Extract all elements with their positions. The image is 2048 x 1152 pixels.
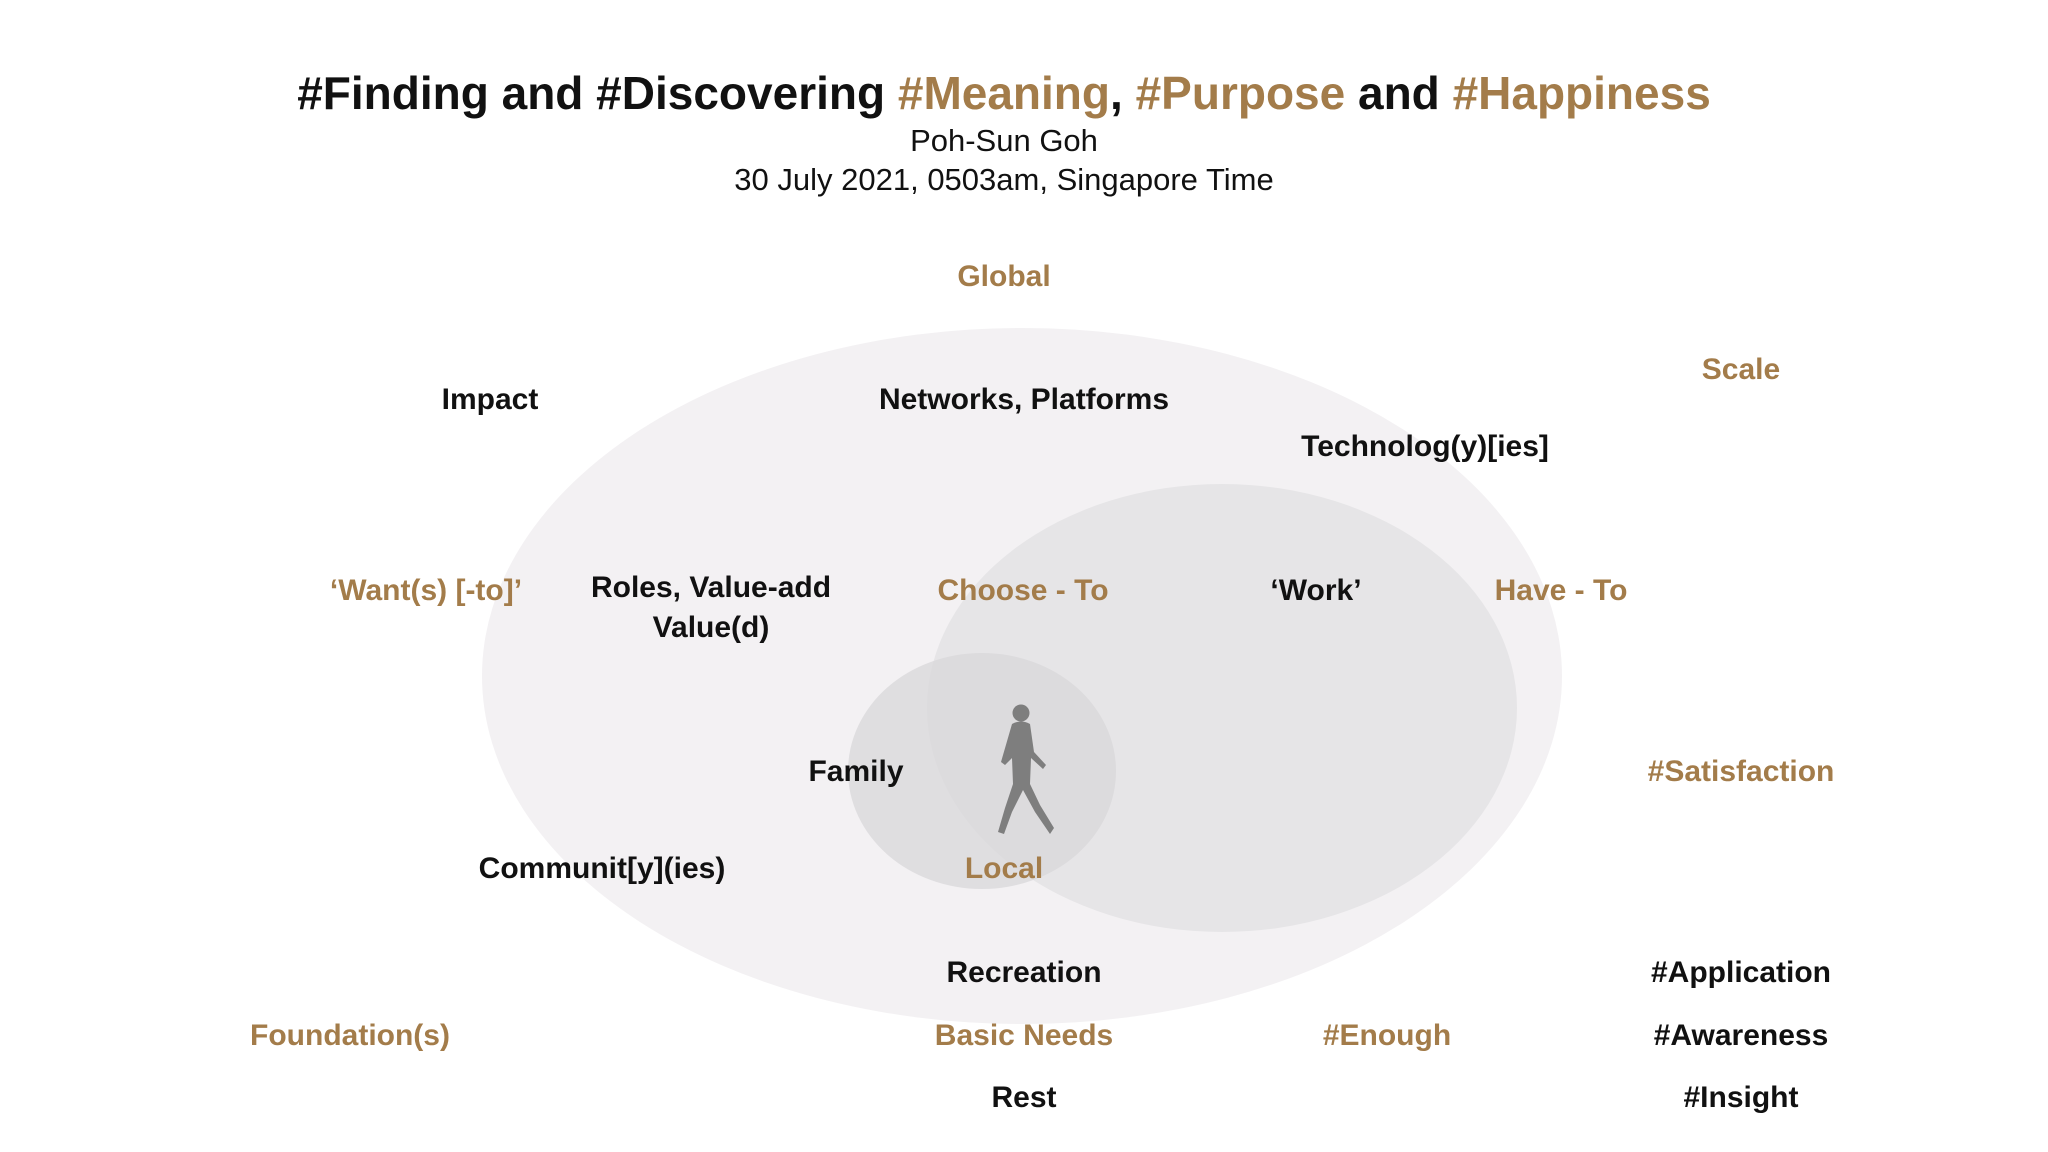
- label-satisfaction: #Satisfaction: [1647, 755, 1835, 788]
- label-application: #Application: [1650, 956, 1832, 989]
- label-scale: Scale: [1701, 353, 1781, 386]
- label-family: Family: [808, 755, 904, 788]
- author: Poh-Sun Goh: [910, 123, 1098, 158]
- label-rest: Rest: [991, 1081, 1057, 1114]
- label-basic-needs: Basic Needs: [934, 1019, 1114, 1052]
- label-recreation: Recreation: [946, 956, 1102, 989]
- title-purpose: #Purpose: [1135, 67, 1346, 119]
- title-meaning: #Meaning: [897, 67, 1111, 119]
- label-local: Local: [964, 852, 1044, 885]
- label-networks: Networks, Platforms: [878, 383, 1170, 416]
- label-choose-to: Choose - To: [937, 574, 1109, 607]
- walking-person-icon: [998, 704, 1054, 834]
- label-impact: Impact: [441, 383, 539, 416]
- label-awareness: #Awareness: [1653, 1019, 1829, 1052]
- label-enough: #Enough: [1322, 1019, 1452, 1052]
- date: 30 July 2021, 0503am, Singapore Time: [734, 162, 1274, 197]
- page-title: #Finding and #Discovering #Meaning, #Pur…: [0, 66, 2008, 120]
- label-roles-line1: Roles, Value-add: [590, 571, 832, 604]
- label-work: ‘Work’: [1270, 574, 1362, 607]
- label-global: Global: [957, 260, 1051, 293]
- label-technology: Technolog(y)[ies]: [1301, 430, 1549, 463]
- label-roles-line2: Value(d): [652, 611, 770, 644]
- title-comma: ,: [1110, 67, 1136, 119]
- label-wants: ‘Want(s) [-to]’: [329, 574, 523, 607]
- title-happiness: #Happiness: [1452, 67, 1711, 119]
- title-and: and: [1345, 67, 1453, 119]
- label-insight: #Insight: [1683, 1081, 1799, 1114]
- label-have-to: Have - To: [1494, 574, 1628, 607]
- label-roles: Roles, Value-add Value(d): [591, 568, 831, 648]
- label-community: Communit[y](ies): [478, 852, 726, 885]
- title-text: #Finding and #Discovering: [297, 67, 898, 119]
- label-foundations: Foundation(s): [250, 1019, 450, 1052]
